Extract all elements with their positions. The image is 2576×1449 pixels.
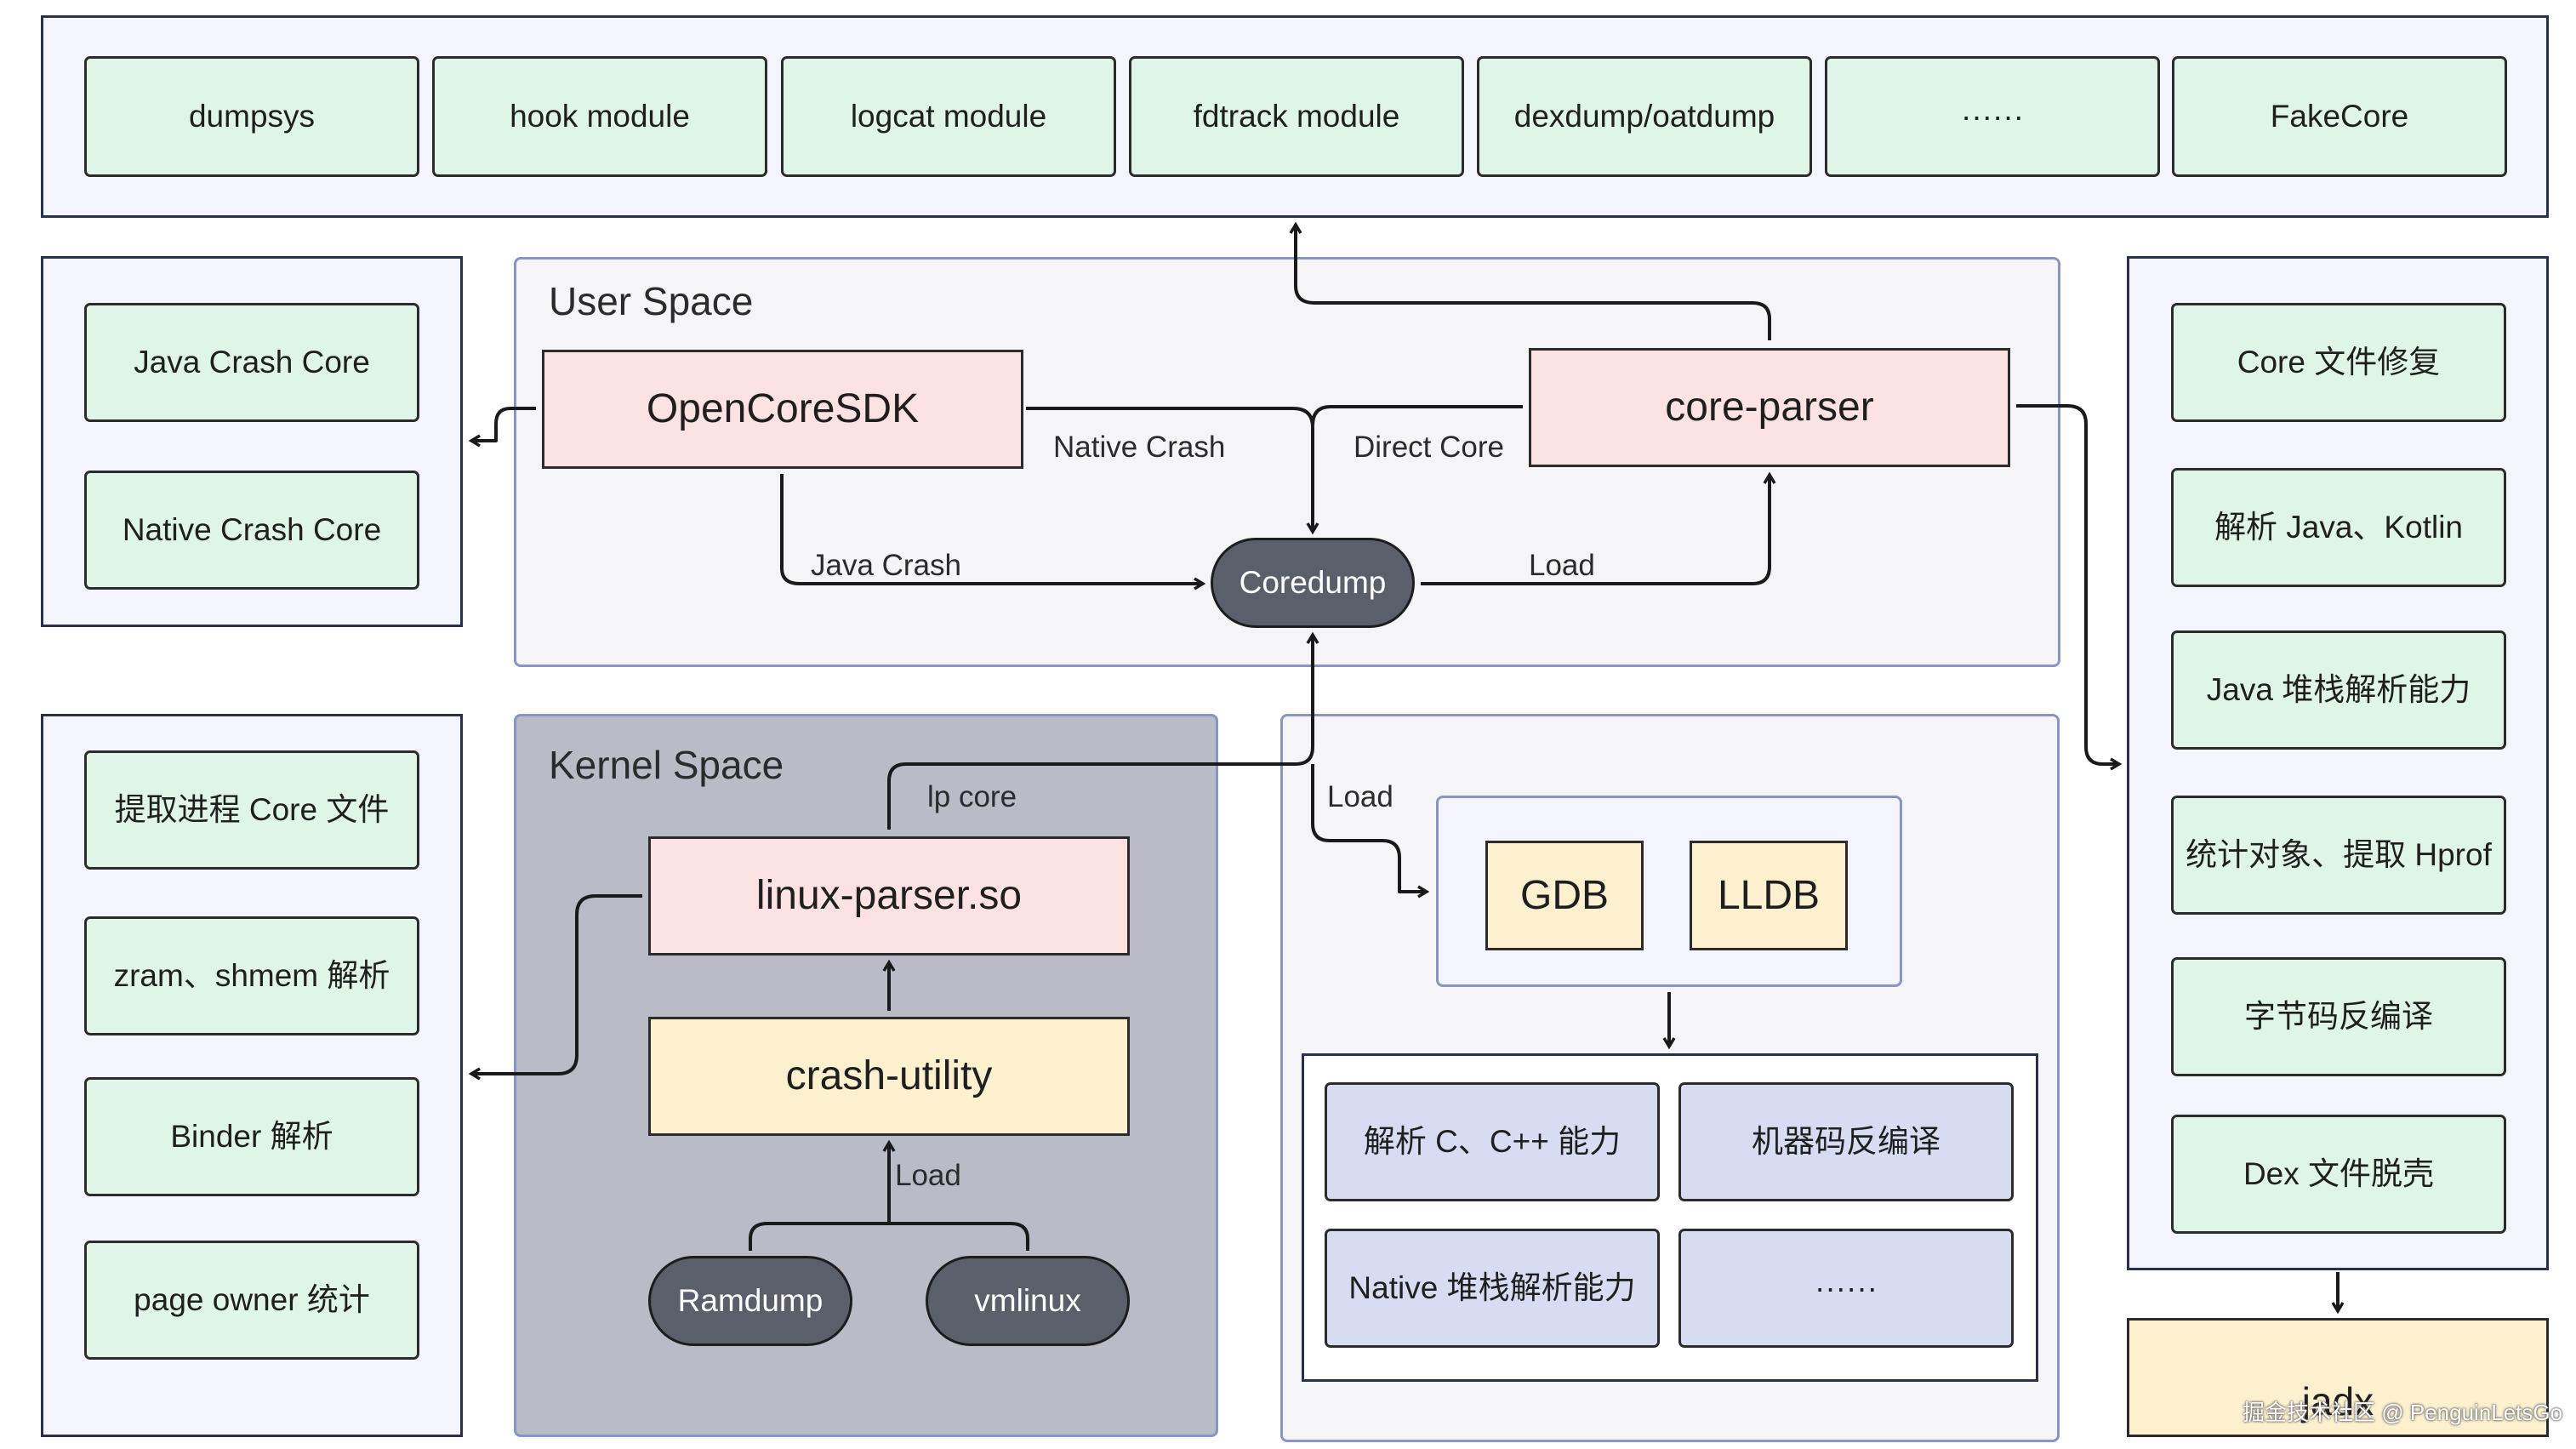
crash-utility-box: crash-utility xyxy=(648,1017,1130,1136)
load-label-debug: Load xyxy=(1327,780,1393,813)
capability-native-stack: Native 堆栈解析能力 xyxy=(1325,1229,1660,1348)
java-crash-label: Java Crash xyxy=(811,549,962,582)
capability-more: ······ xyxy=(1678,1229,2014,1348)
lldb-box: LLDB xyxy=(1690,841,1848,950)
direct-core-label: Direct Core xyxy=(1354,431,1504,464)
arrow-load-to-debuggers xyxy=(1311,764,1430,898)
coredump-node: Coredump xyxy=(1211,538,1415,628)
kernel-space-title: Kernel Space xyxy=(549,743,784,787)
left-item-zram: zram、shmem 解析 xyxy=(84,916,419,1035)
right-item-core-fix: Core 文件修复 xyxy=(2171,303,2506,422)
native-crash-label: Native Crash xyxy=(1053,431,1226,464)
core-parser-box: core-parser xyxy=(1529,348,2010,467)
right-item-java-kotlin: 解析 Java、Kotlin xyxy=(2171,468,2506,587)
arrow-lp-core-to-coredump xyxy=(887,631,1319,830)
right-item-hprof: 统计对象、提取 Hprof xyxy=(2171,796,2506,915)
right-item-java-stack: Java 堆栈解析能力 xyxy=(2171,630,2506,750)
right-panel xyxy=(2127,256,2549,1270)
native-crash-core: Native Crash Core xyxy=(84,471,419,590)
opencoresdk-box: OpenCoreSDK xyxy=(542,350,1023,469)
top-module-dexdump: dexdump/oatdump xyxy=(1477,56,1812,177)
left-item-core-extract: 提取进程 Core 文件 xyxy=(84,750,419,870)
arrow-core-parser-to-right xyxy=(2016,404,2123,771)
capability-cpp: 解析 C、C++ 能力 xyxy=(1325,1082,1660,1201)
arrow-java-crash xyxy=(780,474,1206,590)
arrow-opencore-to-crash-core xyxy=(468,407,536,448)
top-module-logcat: logcat module xyxy=(781,56,1116,177)
top-module-fakecore: FakeCore xyxy=(2172,56,2507,177)
arrow-native-crash xyxy=(1026,407,1319,535)
top-module-more: ······ xyxy=(1825,56,2160,177)
java-crash-core: Java Crash Core xyxy=(84,303,419,422)
line-direct-core xyxy=(1311,405,1523,426)
user-space-title: User Space xyxy=(549,279,754,323)
top-module-fdtrack: fdtrack module xyxy=(1129,56,1464,177)
ramdump-node: Ramdump xyxy=(648,1256,852,1346)
arrow-linux-parser-to-left xyxy=(468,894,642,1081)
top-module-dumpsys: dumpsys xyxy=(84,56,419,177)
capability-machine-code: 机器码反编译 xyxy=(1678,1082,2014,1201)
watermark: 掘金技术社区 @ PenguinLetsGo xyxy=(2243,1400,2563,1425)
lp-core-label: lp core xyxy=(927,780,1017,813)
left-item-binder: Binder 解析 xyxy=(84,1077,419,1196)
linux-parser-box: linux-parser.so xyxy=(648,836,1130,956)
line-ramdump xyxy=(749,1222,1029,1251)
load-label-kernel: Load xyxy=(895,1159,961,1192)
left-item-page-owner: page owner 统计 xyxy=(84,1241,419,1360)
right-item-bytecode: 字节码反编译 xyxy=(2171,957,2506,1076)
vmlinux-node: vmlinux xyxy=(926,1256,1130,1346)
top-module-hook: hook module xyxy=(432,56,767,177)
load-label-user: Load xyxy=(1529,549,1595,582)
right-item-dex: Dex 文件脱壳 xyxy=(2171,1115,2506,1234)
arrow-coredump-to-core-parser xyxy=(1421,471,1776,585)
gdb-box: GDB xyxy=(1485,841,1644,950)
arrow-core-parser-to-modules xyxy=(1289,221,1771,340)
jadx-box: jadx xyxy=(2127,1318,2549,1437)
